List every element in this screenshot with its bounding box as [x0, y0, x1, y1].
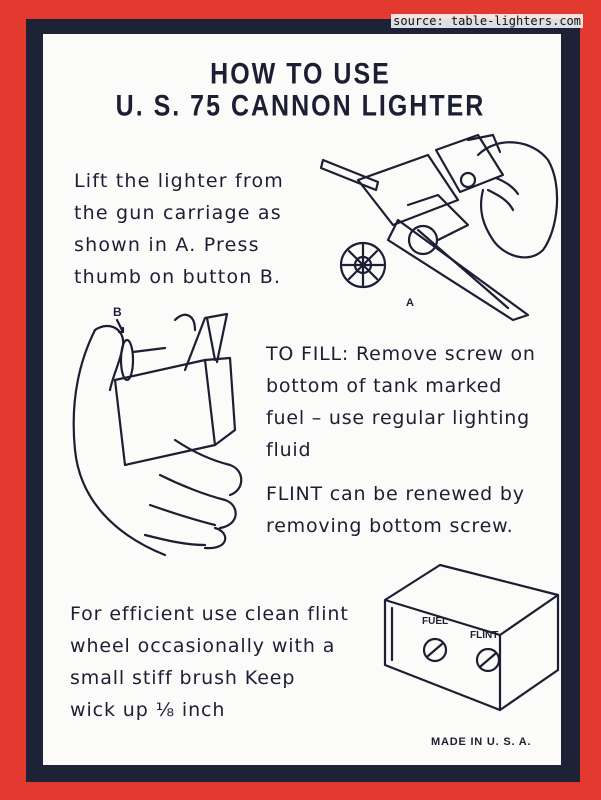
- lift-line: Lift the lighter from: [74, 170, 284, 192]
- flint-line: FLINT can be renewed by: [266, 483, 525, 505]
- title-line-2: U. S. 75 CANNON LIGHTER: [115, 89, 486, 123]
- fill-line: fuel – use regular lighting: [266, 407, 530, 429]
- clean-instructions: For efficient use clean flint wheel occa…: [70, 598, 349, 726]
- flint-line: removing bottom screw.: [266, 515, 514, 537]
- fill-line: TO FILL: Remove screw on: [266, 343, 536, 365]
- lift-instructions: Lift the lighter from the gun carriage a…: [74, 165, 284, 293]
- flint-instructions: FLINT can be renewed by removing bottom …: [266, 478, 525, 542]
- clean-line: wick up ⅛ inch: [70, 699, 226, 721]
- lift-line: the gun carriage as: [74, 202, 282, 224]
- flint-screw-icon: [475, 647, 501, 673]
- cannon-label-a: A: [406, 297, 414, 309]
- instruction-card: [43, 34, 561, 765]
- fill-instructions: TO FILL: Remove screw on bottom of tank …: [266, 338, 536, 466]
- hand-lighter-illustration: B: [72, 305, 243, 557]
- title-line-1: HOW TO USE: [210, 57, 391, 91]
- lighter-base-illustration: FUEL FLINT: [383, 563, 560, 712]
- lift-line: thumb on button B.: [74, 266, 282, 288]
- fuel-label: FUEL: [422, 616, 448, 627]
- flint-label: FLINT: [470, 630, 498, 641]
- made-in-usa: MADE IN U. S. A.: [431, 736, 532, 748]
- clean-line: small stiff brush Keep: [70, 667, 296, 689]
- fuel-screw-icon: [422, 637, 448, 663]
- fill-line: bottom of tank marked: [266, 375, 503, 397]
- clean-line: For efficient use clean flint: [70, 603, 349, 625]
- lift-line: shown in A. Press: [74, 234, 260, 256]
- fill-line: fluid: [266, 439, 312, 461]
- cannon-illustration: A: [319, 133, 559, 322]
- hand-label-b: B: [113, 305, 122, 319]
- source-caption: source: table-lighters.com: [391, 14, 583, 28]
- clean-line: wheel occasionally with a: [70, 635, 336, 657]
